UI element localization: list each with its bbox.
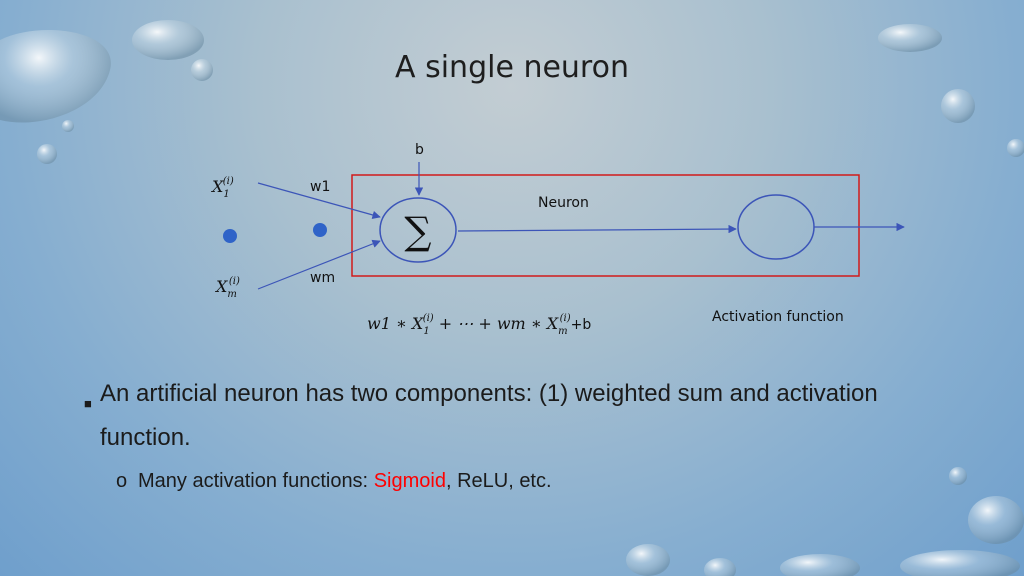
droplet <box>62 120 74 132</box>
bias-label: b <box>415 142 424 158</box>
arrow-input-1 <box>257 182 381 220</box>
weight-ellipsis-dot <box>313 223 327 237</box>
arrow-sum-to-activation <box>457 224 737 234</box>
droplet <box>1007 139 1024 157</box>
bullet-main-text: An artificial neuron has two components:… <box>100 380 878 451</box>
bullet-list: ■ An artificial neuron has two component… <box>80 372 900 496</box>
input-ellipsis-dot <box>223 229 237 243</box>
activation-node <box>737 194 815 260</box>
droplet <box>191 59 213 81</box>
square-bullet-icon: ■ <box>84 396 92 411</box>
neuron-label: Neuron <box>538 195 589 211</box>
bullet-sub-suffix: , ReLU, etc. <box>445 470 552 492</box>
neuron-frame <box>351 174 860 277</box>
sum-icon: ∑ <box>404 209 431 253</box>
droplet <box>878 24 942 52</box>
input-x1-label: X1(i) <box>210 176 234 200</box>
droplet <box>900 550 1020 576</box>
droplet <box>37 144 57 164</box>
slide-title: A single neuron <box>395 50 629 85</box>
circle-bullet-icon: o <box>116 470 128 492</box>
bullet-sub-prefix: Many activation functions: <box>138 470 374 492</box>
droplet <box>132 20 204 60</box>
weighted-sum-formula: w1 ∗ X1(i) + ⋯ + wm ∗ Xm(i)+b <box>367 313 591 337</box>
droplet <box>704 558 736 576</box>
weight-w1-label: w1 <box>310 179 330 195</box>
bullet-main: ■ An artificial neuron has two component… <box>80 372 900 460</box>
bullet-sub: o Many activation functions: Sigmoid, Re… <box>80 466 900 496</box>
input-xm-label: Xm(i) <box>214 276 240 300</box>
droplets <box>0 20 1024 576</box>
arrow-input-m <box>257 239 381 290</box>
droplet <box>968 496 1024 544</box>
droplet <box>949 467 967 485</box>
summation-node <box>379 197 457 263</box>
activation-label: Activation function <box>712 309 844 325</box>
droplet <box>780 554 860 576</box>
weight-wm-label: wm <box>310 270 335 286</box>
droplet <box>0 30 111 123</box>
droplet <box>941 89 975 123</box>
droplet <box>626 544 670 576</box>
sigmoid-highlight: Sigmoid <box>373 470 446 492</box>
